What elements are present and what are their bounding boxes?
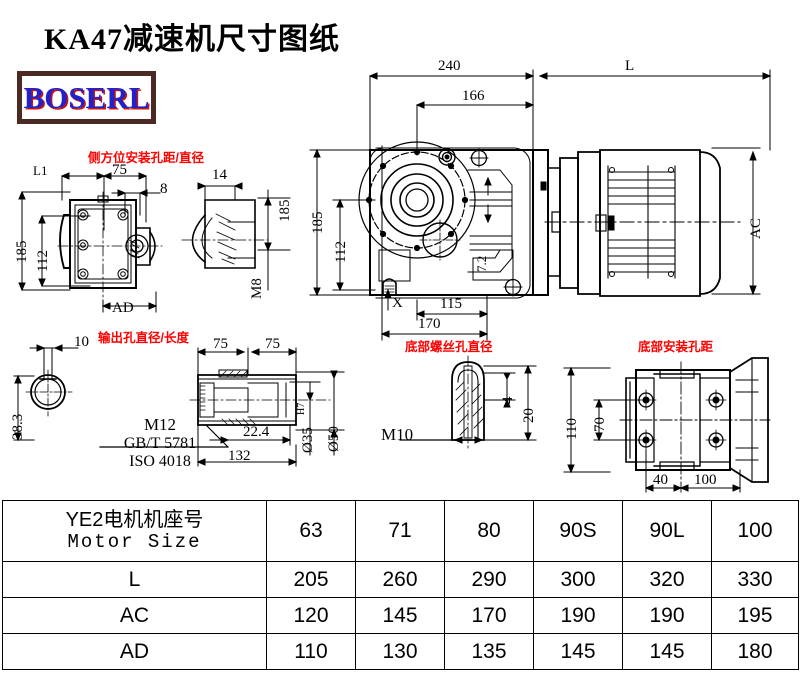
table-header-cell: 90S: [533, 500, 623, 562]
table-row: L 205 260 290 300 320 330: [2, 561, 799, 598]
dim-main-x: X: [392, 295, 403, 311]
dim-main-115: 115: [440, 296, 462, 312]
callout-fastener-spec: M12 GB/T 5781 ISO 4018: [100, 415, 220, 471]
callout-line-3: ISO 4018: [129, 453, 191, 470]
table-cell: 190: [533, 597, 623, 634]
page-title: KA47减速机尺寸图纸: [44, 23, 340, 56]
dim-side-14: 14: [212, 167, 227, 183]
table-cell: 300: [533, 561, 623, 598]
dim-shaft-dia35-tol: H7: [296, 402, 307, 415]
dim-left-112: 112: [35, 250, 51, 272]
table-cell: 145: [355, 597, 445, 634]
table-cell: 145: [533, 633, 623, 670]
annotation-bottom-screw: 底部螺丝孔直径: [405, 340, 493, 354]
dim-shaft-10: 10: [74, 334, 89, 350]
annotation-bottom-mount: 底部安装孔距: [638, 340, 714, 354]
table-cell: 145: [622, 633, 712, 670]
table-cell: 120: [266, 597, 356, 634]
dim-screw-m10: M10: [381, 425, 414, 444]
brand-logo: BOSERL: [17, 71, 156, 124]
dim-screw-4: 4: [500, 396, 516, 405]
dim-main-112: 112: [333, 241, 349, 263]
dim-mount-40: 40: [653, 472, 668, 488]
dim-main-185: 185: [310, 211, 326, 235]
table-cell: 205: [266, 561, 356, 598]
table-header-cell: 80: [444, 500, 534, 562]
table-header-row: YE2电机机座号 Motor Size 63 71 80 90S 90L 100: [2, 500, 799, 562]
annotation-side-mount: 侧方位安装孔距/直径: [88, 151, 204, 165]
table-cell: 320: [622, 561, 712, 598]
dim-left-l1: L1: [33, 163, 48, 178]
dim-main-L: L: [625, 58, 635, 74]
table-row-label: L: [2, 561, 267, 598]
dim-shaft-75b: 75: [265, 336, 280, 352]
table-header-cell: 71: [355, 500, 445, 562]
dim-mount-70: 70: [592, 417, 608, 432]
table-cell: 135: [444, 633, 534, 670]
table-cell: 330: [711, 561, 799, 598]
dim-shaft-dia50: Ø50: [326, 426, 342, 452]
dim-shaft-38-3: 38.3: [10, 413, 26, 440]
table-header-cell: 90L: [622, 500, 712, 562]
annotation-output-bore: 输出孔直径/长度: [98, 331, 189, 345]
table-row: AD 110 130 135 145 145 180: [2, 633, 799, 670]
view-bottom-screw: [399, 355, 537, 449]
dim-left-ad: AD: [112, 300, 134, 316]
motor-size-table: YE2电机机座号 Motor Size 63 71 80 90S 90L 100…: [2, 500, 799, 670]
dim-mount-110: 110: [564, 418, 580, 440]
table-cell: 260: [355, 561, 445, 598]
callout-line-1: M12: [143, 415, 177, 434]
table-header-label-cn: YE2电机机座号: [65, 509, 204, 532]
table-cell: 110: [266, 633, 356, 670]
dim-left-185: 185: [14, 240, 30, 264]
table-cell: 195: [711, 597, 799, 634]
dim-main-170: 170: [418, 316, 441, 332]
dim-shaft-75a: 75: [213, 336, 228, 352]
view-left-face: [18, 172, 163, 313]
dim-main-ac: AC: [748, 218, 764, 239]
dim-screw-20: 20: [521, 408, 537, 423]
view-main-assembly: [309, 69, 772, 341]
view-bottom-mount: [563, 357, 771, 493]
table-cell: 130: [355, 633, 445, 670]
view-output-shaft-section: [99, 347, 345, 467]
dim-shaft-22-4: 22.4: [243, 424, 270, 440]
callout-line-2: GB/T 5781: [123, 435, 197, 452]
view-shaft-end: [13, 344, 79, 442]
view-side-shaft: [181, 182, 291, 291]
table-header-label: YE2电机机座号 Motor Size: [2, 500, 267, 562]
technical-drawing: [13, 69, 772, 493]
dim-shaft-132: 132: [228, 448, 251, 464]
dim-mount-100: 100: [694, 472, 717, 488]
table-row-label: AC: [2, 597, 267, 634]
dim-main-240: 240: [438, 58, 461, 74]
dim-shaft-dia35: Ø35: [300, 427, 316, 453]
dim-main-72: 7.2: [474, 255, 489, 272]
brand-logo-text: BOSERL: [23, 79, 150, 115]
table-row: AC 120 145 170 190 190 195: [2, 597, 799, 634]
dim-main-166: 166: [462, 88, 485, 104]
table-cell: 180: [711, 633, 799, 670]
table-cell: 170: [444, 597, 534, 634]
dim-side-185: 185: [277, 199, 293, 223]
table-cell: 190: [622, 597, 712, 634]
table-row-label: AD: [2, 633, 267, 670]
dim-left-8: 8: [160, 181, 168, 197]
dim-side-m8: M8: [249, 278, 265, 299]
table-header-cell: 63: [266, 500, 356, 562]
dim-left-75: 75: [112, 162, 127, 178]
table-header-label-en: Motor Size: [67, 530, 202, 553]
table-cell: 290: [444, 561, 534, 598]
table-header-cell: 100: [711, 500, 799, 562]
